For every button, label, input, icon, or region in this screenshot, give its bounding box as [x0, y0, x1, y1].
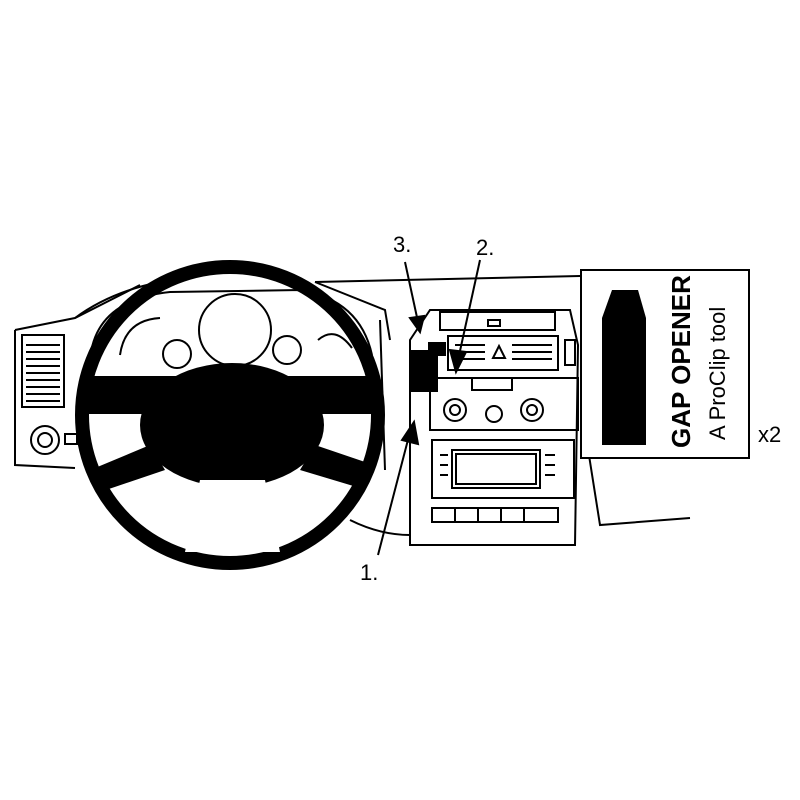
quantity-label: x2 — [758, 422, 781, 447]
callout-label-2: 2. — [476, 235, 494, 260]
steering-wheel — [75, 260, 385, 570]
gap-opener-subtitle: A ProClip tool — [705, 307, 730, 440]
gap-opener-tool-icon — [602, 290, 646, 445]
left-air-vent — [21, 334, 65, 408]
instrument-cluster — [89, 288, 373, 369]
dashboard-outline — [14, 275, 691, 536]
gap-opener-title: GAP OPENER — [666, 275, 696, 448]
callout-arrows — [377, 259, 481, 556]
center-console — [409, 309, 580, 546]
mount-clip — [410, 342, 446, 392]
callout-label-1: 1. — [360, 560, 378, 585]
callout-label-3: 3. — [393, 232, 411, 257]
light-switch-dial — [30, 425, 78, 455]
gap-opener-box: GAP OPENER A ProClip tool — [580, 269, 750, 459]
